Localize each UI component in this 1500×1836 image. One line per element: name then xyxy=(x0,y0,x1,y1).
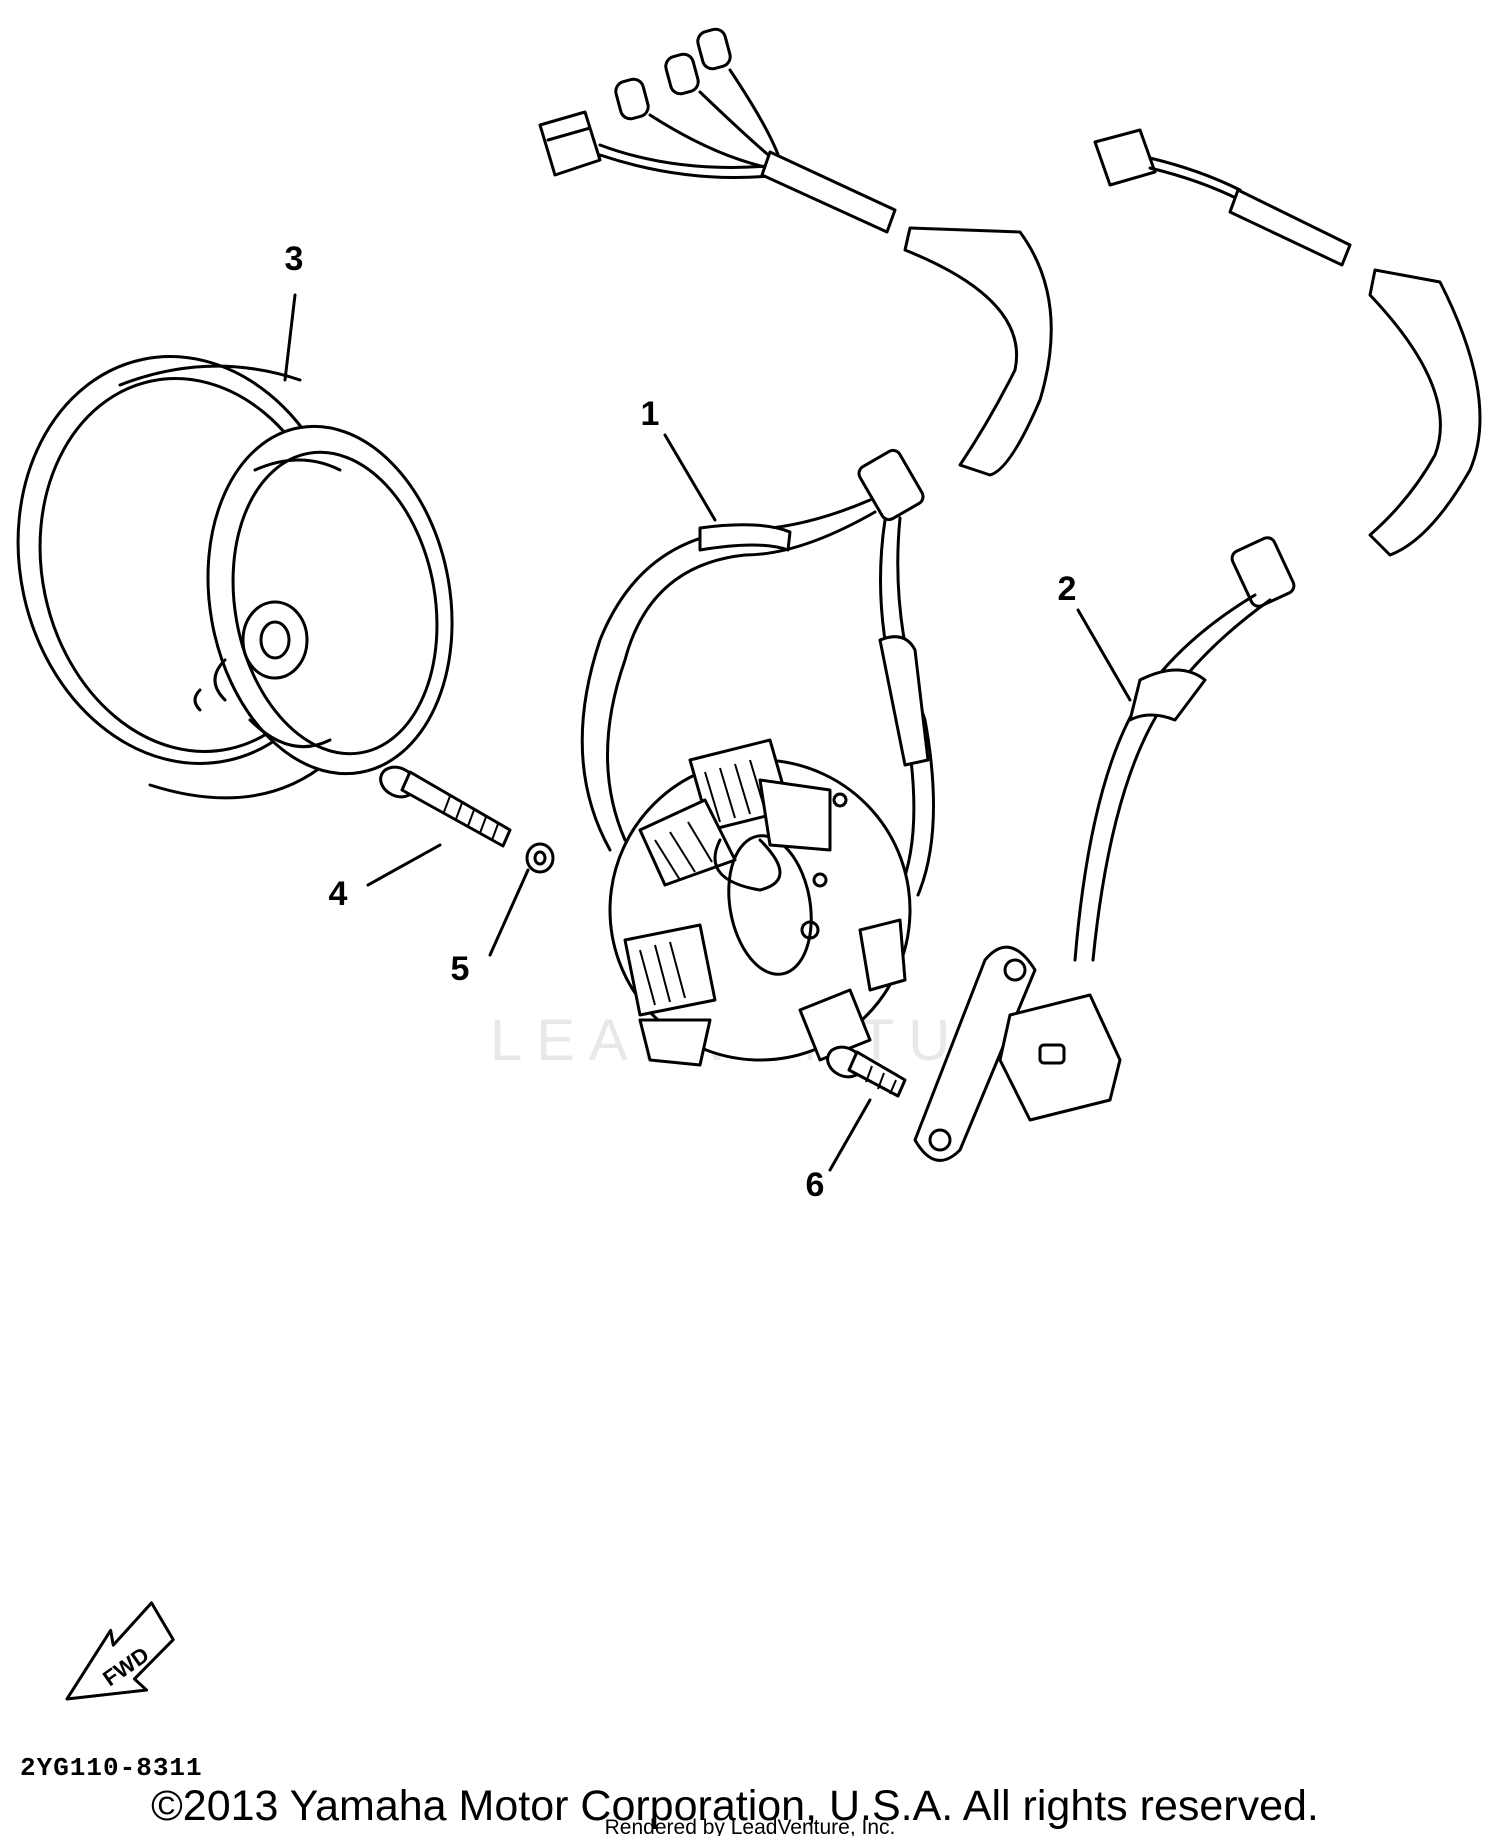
rendered-by-note: Rendered by LeadVenture, Inc. xyxy=(605,1816,896,1836)
screw-6 xyxy=(826,1045,907,1098)
stator-assembly xyxy=(538,27,1053,1067)
callout-5: 5 xyxy=(451,950,470,988)
leader-lines xyxy=(283,293,1132,1172)
callout-3: 3 xyxy=(285,240,304,278)
callout-1: 1 xyxy=(641,395,660,433)
copyright-notice: ©2013 Yamaha Motor Corporation, U.S.A. A… xyxy=(151,1782,1319,1830)
fwd-arrow-icon: FWD xyxy=(65,1601,175,1701)
callout-6: 6 xyxy=(806,1166,825,1204)
pickup-coil-assembly xyxy=(913,128,1482,1162)
drawing-code: 2YG110-8311 xyxy=(20,1753,203,1783)
callout-2: 2 xyxy=(1058,570,1077,608)
flywheel-rotor xyxy=(16,355,454,800)
bolt-4 xyxy=(379,765,512,848)
washer-5 xyxy=(525,842,555,874)
callout-4: 4 xyxy=(329,875,348,913)
